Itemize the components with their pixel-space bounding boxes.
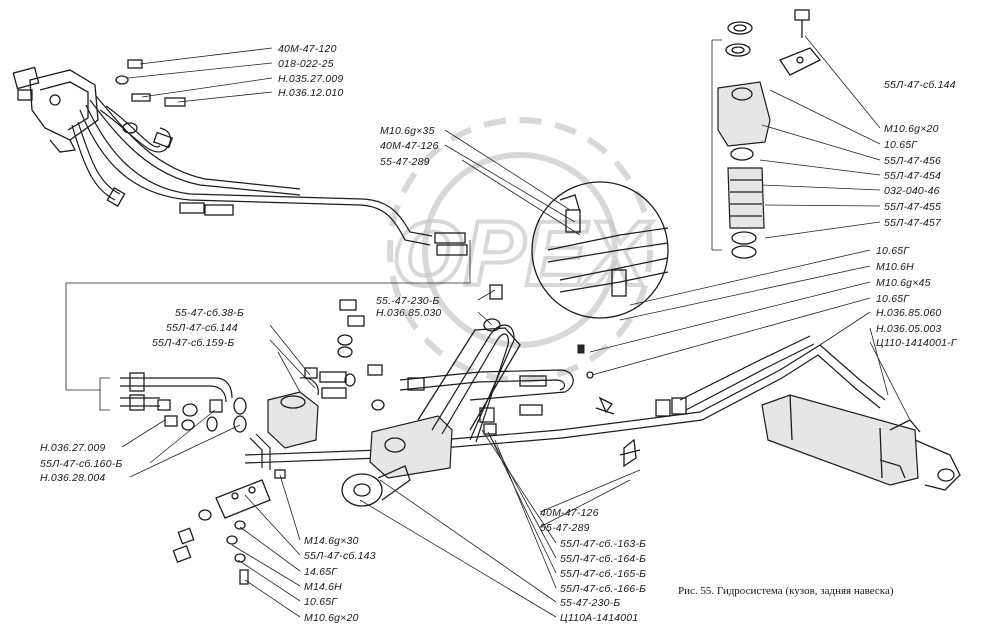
label-l17: М10.6Н <box>876 261 914 273</box>
label-l36: 55Л-47-сб.-166-Б <box>560 583 646 595</box>
label-l43: 10.65Г <box>304 596 338 608</box>
rear-cylinder <box>761 394 961 491</box>
label-l34: 55Л-47-сб.-164-Б <box>560 553 646 565</box>
label-l12: 55Л-47-454 <box>884 170 941 182</box>
figure-caption: Рис. 55. Гидросистема (кузов, задняя нав… <box>678 585 894 597</box>
label-l25: 55-47-сб.38-Б <box>175 307 244 319</box>
label-l29: 55Л-47-сб.160-Б <box>40 458 122 470</box>
label-l08: 55Л-47-сб.144 <box>884 79 956 91</box>
label-l41: 14.65Г <box>304 566 338 578</box>
label-l44: М10.6g×20 <box>304 612 359 624</box>
label-l15: 55Л-47-457 <box>884 217 942 229</box>
label-l07: 55-47-289 <box>380 156 430 168</box>
label-l10: 10.65Г <box>884 139 918 151</box>
label-l14: 55Л-47-455 <box>884 201 941 213</box>
part-labels: 40М-47-120 018-022-25 Н.035.27.009 Н.036… <box>40 43 958 624</box>
label-l30: Н.036.28.004 <box>40 472 105 484</box>
label-l01: 40М-47-120 <box>278 43 337 55</box>
label-l31: 40М-47-126 <box>540 507 599 519</box>
rod-end <box>341 465 411 507</box>
label-l24: Н.036.85.030 <box>376 307 441 319</box>
label-l23: 55.-47-230-Б <box>376 295 440 307</box>
label-l16: 10.65Г <box>876 245 910 257</box>
label-l21: Н.036.05.003 <box>876 323 941 335</box>
leader-lines <box>65 35 911 618</box>
mounting-bracket <box>172 469 286 585</box>
label-l42: М14.6Н <box>304 581 342 593</box>
label-l40: 55Л-47-сб.143 <box>304 550 376 562</box>
upper-pipes <box>71 95 468 256</box>
label-l27: 55Л-47-сб.159-Б <box>152 337 234 349</box>
label-l06: 40М-47-126 <box>380 140 439 152</box>
label-l39: М14.6g×30 <box>304 535 359 547</box>
clamps <box>577 344 641 468</box>
label-l20: Н.036.85.060 <box>876 307 941 319</box>
label-l32: 55-47-289 <box>540 522 590 534</box>
center-distributor <box>369 324 574 479</box>
label-l13: 032-040-46 <box>884 185 940 197</box>
lock-valve-assembly <box>711 9 822 259</box>
label-l09: М10.6g×20 <box>884 123 939 135</box>
label-l37: 55-47-230-Б <box>560 597 620 609</box>
fasteners-top-left <box>115 59 186 149</box>
label-l02: 018-022-25 <box>278 58 334 70</box>
valve-block-left <box>267 367 356 449</box>
detail-circle <box>531 181 669 319</box>
label-l11: 55Л-47-456 <box>884 155 941 167</box>
watermark-text: OPEX <box>392 203 652 305</box>
label-l38: Ц110А-1414001 <box>560 612 638 624</box>
middle-left-fittings <box>337 284 503 376</box>
label-l19: 10.65Г <box>876 293 910 305</box>
label-l33: 55Л-47-сб.-163-Б <box>560 538 646 550</box>
label-l04: Н.036.12.010 <box>278 87 343 99</box>
label-l35: 55Л-47-сб.-165-Б <box>560 568 646 580</box>
label-l03: Н.035.27.009 <box>278 73 343 85</box>
left-pipe-group <box>99 372 247 433</box>
label-l18: М10.6g×45 <box>876 277 931 289</box>
pump-unit <box>12 66 99 153</box>
label-l26: 55Л-47-сб.144 <box>166 322 238 334</box>
label-l22: Ц110-1414001-Г <box>876 337 958 349</box>
label-l28: Н.036.27.009 <box>40 442 105 454</box>
label-l05: М10.6g×35 <box>380 125 435 137</box>
